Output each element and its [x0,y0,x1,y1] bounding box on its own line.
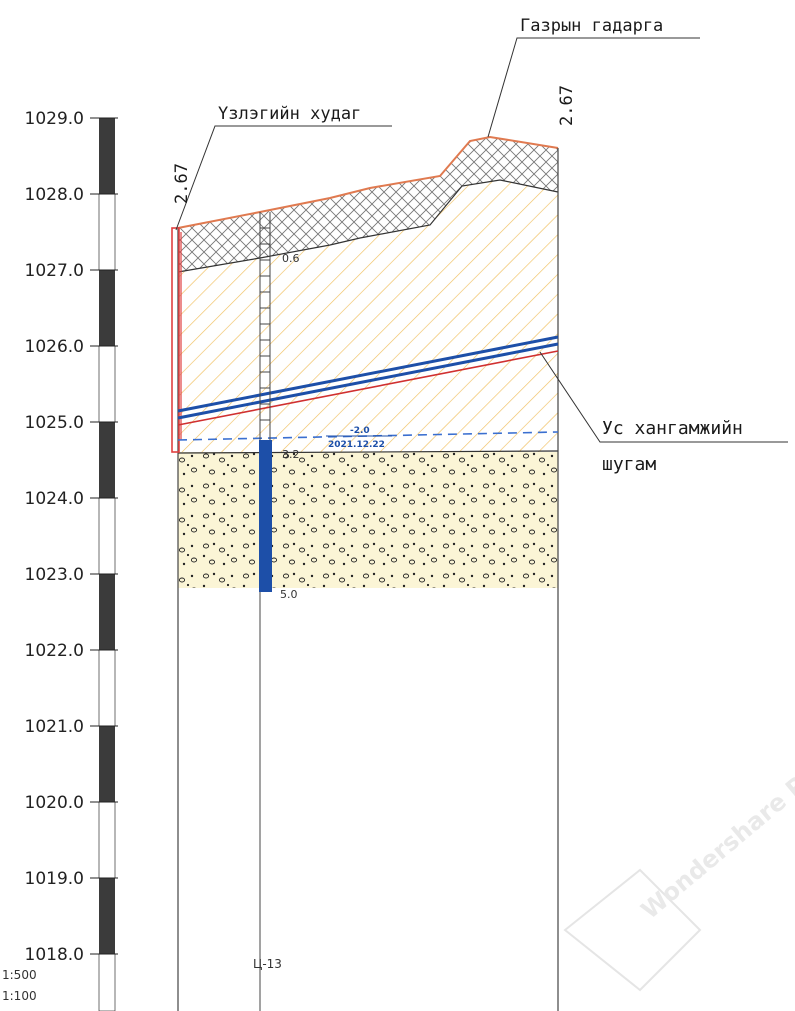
well-label: Үзлэгийн худаг [218,104,361,124]
elevation-label: 1024.0 [25,489,84,509]
water-pipe [177,335,559,426]
elevation-label: 1020.0 [25,793,84,813]
elevation-label: 1027.0 [25,261,84,281]
depth-label-bottom: 5.0 [280,588,298,601]
surface-label: Газрын гадарга [520,16,663,36]
gravel-top-line [177,450,559,454]
well-leader-line [175,125,392,231]
pipe-leader-line [539,351,788,443]
fill-bottom-line [177,179,559,273]
elevation-scale-bar: 1029.0 1028.0 1027.0 1026.0 1025.0 1024.… [2,109,118,1011]
depth-label-top: 0.6 [282,252,300,265]
left-width-label: 2.67 [172,163,192,204]
gravel-layer [178,452,558,588]
elevation-label: 1022.0 [25,641,84,661]
elevation-label: 1023.0 [25,565,84,585]
pipe-label-line1: Ус хангамжийн [602,418,743,439]
water-level-value: -2.0 [350,426,370,436]
depth-label-mid: 3.2 [282,448,300,461]
borehole-id: Ц-13 [253,957,282,971]
elevation-label: 1021.0 [25,717,84,737]
elevation-label: 1019.0 [25,869,84,889]
elevation-label: 1026.0 [25,337,84,357]
right-width-label: 2.67 [557,85,577,126]
elevation-label: 1029.0 [25,109,84,129]
surface-leader-line [487,37,700,138]
borehole [259,212,272,1011]
water-level-date: 2021.12.22 [328,440,385,450]
watermark-text: Wondershare PDFelement [636,677,795,925]
fill-layer [178,137,558,272]
elevation-label: 1028.0 [25,185,84,205]
well-outline [171,227,180,453]
horizontal-scale: 1:500 [2,968,37,982]
elevation-label: 1018.0 [25,945,84,965]
pipe-label-line2: шугам [602,454,656,475]
borehole-water-column [259,440,272,592]
loam-layer [178,180,558,452]
ground-surface-line [177,135,559,229]
groundwater-level-line [177,431,559,441]
elevation-label: 1025.0 [25,413,84,433]
watermark: Wondershare PDFelement [563,677,795,992]
vertical-scale: 1:100 [2,989,37,1003]
